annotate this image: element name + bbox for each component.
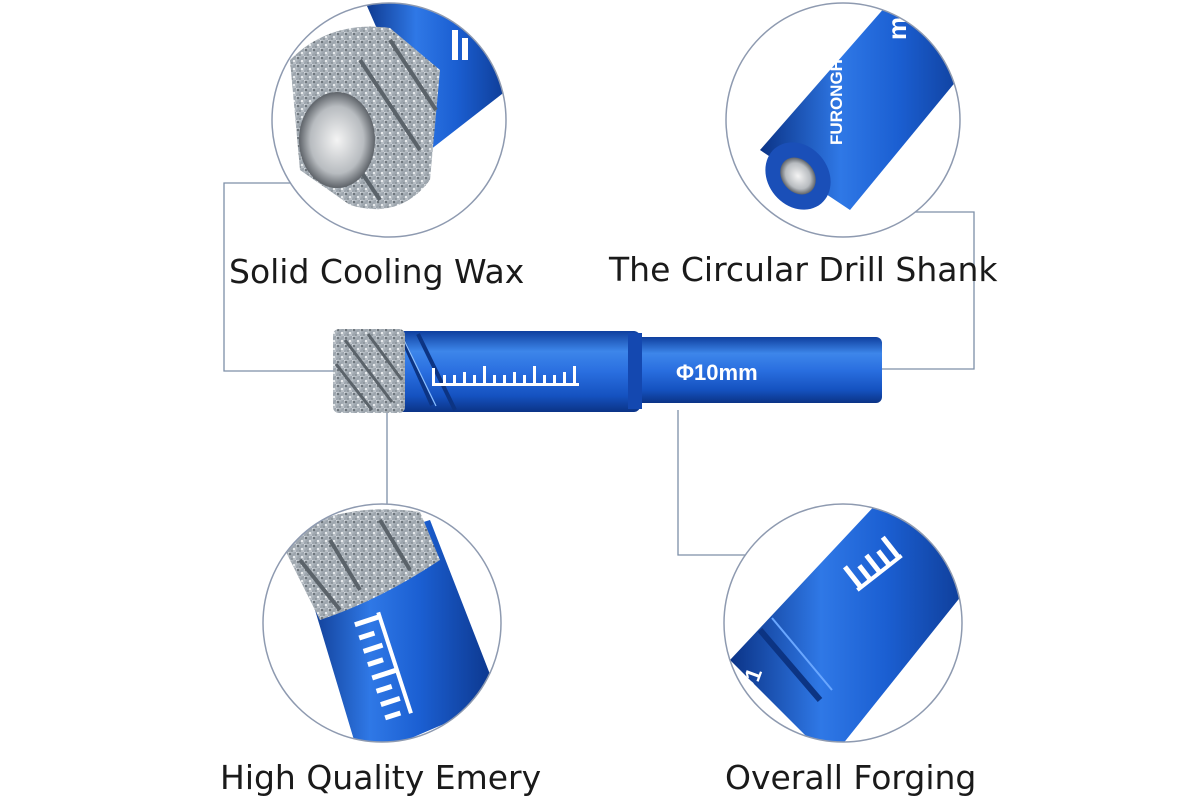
core-bore	[299, 92, 375, 188]
drill-scale-ticks	[432, 366, 579, 386]
callout-circle-emery	[262, 503, 502, 743]
shank-brand-marking: FURONGHUA	[827, 35, 846, 146]
drill-body	[390, 331, 640, 412]
flute-groove	[400, 333, 457, 411]
callout-circle-shank: FURONGHUA m	[725, 2, 961, 238]
drill-diameter-marking: Φ10mm	[676, 360, 758, 385]
callout-label-forging: Overall Forging	[725, 758, 977, 797]
svg-text:m: m	[882, 17, 912, 40]
callout-label-wax: Solid Cooling Wax	[229, 252, 525, 291]
callout-circle-wax	[271, 2, 507, 238]
drill-shank	[636, 337, 882, 403]
diamond-tip	[333, 329, 405, 413]
shank-step	[628, 333, 642, 409]
callout-circle-forging: Φ1	[723, 503, 963, 743]
callout-label-emery: High Quality Emery	[220, 758, 542, 797]
callout-label-shank: The Circular Drill Shank	[609, 250, 998, 289]
drill-bit: Φ10mm	[333, 329, 882, 413]
